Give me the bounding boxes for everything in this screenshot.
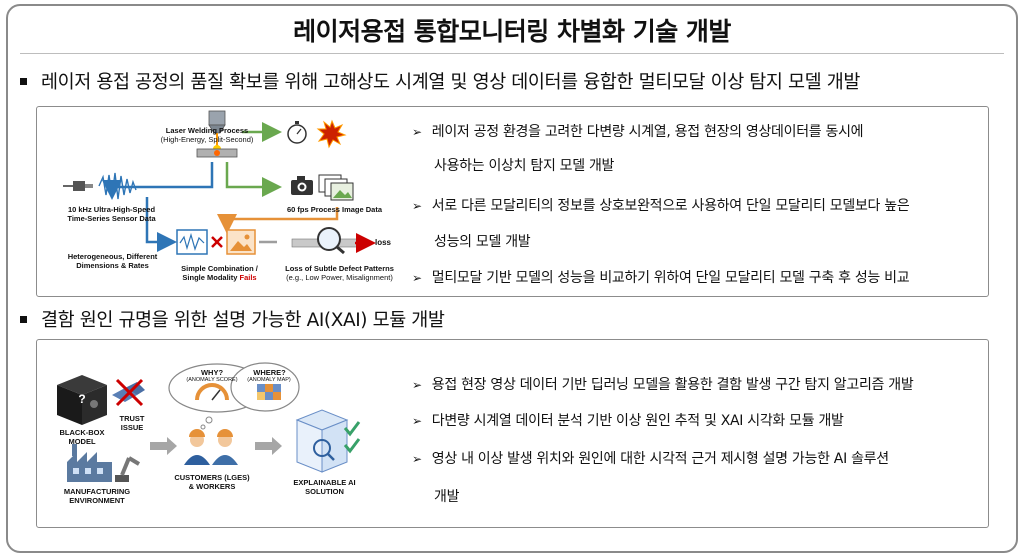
- s2-point-2: ➢ 다변량 시계열 데이터 분석 기반 이상 원인 추적 및 XAI 시각화 모듈…: [412, 410, 844, 430]
- mfg-line2: ENVIRONMENT: [69, 496, 125, 505]
- trust-line2: ISSUE: [120, 423, 144, 432]
- slide-title: 레이저용접 통합모니터링 차별화 기술 개발: [293, 17, 731, 46]
- gray-arrow-2: [255, 437, 282, 455]
- blue-arrow-combine: [145, 197, 177, 252]
- s2-point-3-text: 영상 내 이상 발생 위치와 원인에 대한 시각적 근거 제시형 설명 가능한 …: [431, 451, 889, 467]
- s2-point-1: ➢ 용접 현장 영상 데이터 기반 딥러닝 모델을 활용한 결함 발생 구간 탐지…: [412, 374, 914, 394]
- section2-heading: 결함 원인 규명을 위한 설명 가능한 AI(XAI) 모듈 개발: [20, 306, 445, 332]
- orange-arrow-combine: [217, 207, 339, 234]
- arrowhead-icon: ➢: [412, 414, 422, 428]
- explosion-icon: [316, 119, 347, 149]
- xai-line1: EXPLAINABLE AI: [293, 478, 356, 487]
- simple-line2: Single Modality Fails: [162, 273, 277, 282]
- section2-heading-text: 결함 원인 규명을 위한 설명 가능한 AI(XAI) 모듈 개발: [41, 310, 445, 331]
- magnifier-icon: [291, 227, 363, 255]
- section1-heading-text: 레이저 용접 공정의 품질 확보를 위해 고해상도 시계열 및 영상 데이터를 …: [41, 72, 860, 93]
- camera-icon: [291, 176, 313, 195]
- arrowhead-icon: ➢: [412, 271, 422, 285]
- question-mark: ?: [78, 392, 86, 406]
- anomaly-map-icon: [257, 384, 281, 400]
- s1-point-3: ➢ 멀티모달 기반 모델의 성능을 비교하기 위하여 단일 모달리티 모델 구축 …: [412, 267, 910, 287]
- broken-handshake-icon: [112, 378, 145, 407]
- loss-subtitle: (e.g., Low Power, Misalignment): [286, 273, 393, 282]
- arrowhead-icon: ➢: [412, 125, 422, 139]
- arrowhead-icon: ➢: [412, 378, 422, 392]
- s2-point-2-text: 다변량 시계열 데이터 분석 기반 이상 원인 추적 및 XAI 시각화 모듈 …: [431, 413, 844, 429]
- bullet-square-icon: [20, 77, 27, 85]
- mfg-line1: MANUFACTURING: [63, 487, 131, 496]
- s2-point-3: ➢ 영상 내 이상 발생 위치와 원인에 대한 시각적 근거 제시형 설명 가능한…: [412, 448, 889, 468]
- workers-icon: [184, 429, 238, 465]
- s1-point-1-text: 레이저 공정 환경을 고려한 다변량 시계열, 용접 현장의 영상데이터를 동시…: [431, 124, 864, 140]
- gauge-icon: [195, 383, 229, 401]
- green-arrow-image: [225, 162, 282, 197]
- bullet-square-icon: [20, 315, 27, 323]
- fails-text: Fails: [239, 273, 257, 282]
- s2-point-1-text: 용접 현장 영상 데이터 기반 딥러닝 모델을 활용한 결함 발생 구간 탐지 …: [431, 377, 914, 393]
- where-label: WHERE?: [253, 368, 286, 377]
- arrowhead-icon: ➢: [412, 452, 422, 466]
- customers-line1: CUSTOMERS (LGES): [174, 473, 250, 482]
- customers-line2: & WORKERS: [188, 482, 236, 491]
- trust-line1: TRUST: [119, 414, 145, 423]
- simple-line2-text: Single Modality: [182, 273, 240, 282]
- stopwatch-icon: [287, 121, 307, 144]
- s1-point-1: ➢ 레이저 공정 환경을 고려한 다변량 시계열, 용접 현장의 영상데이터를 동…: [412, 121, 864, 141]
- robot-arm-icon: [115, 456, 141, 482]
- multimodal-diagram: [63, 110, 376, 255]
- laser-head-icon: [196, 110, 238, 158]
- gray-arrow-1: [150, 437, 177, 455]
- arrowhead-icon: ➢: [412, 199, 422, 213]
- xai-line2: SOLUTION: [305, 487, 344, 496]
- s1-point-2-text: 서로 다른 모달리티의 정보를 상호보완적으로 사용하여 단일 모달리티 모델보…: [431, 198, 910, 214]
- simple-line1: Simple Combination /: [181, 264, 258, 273]
- sensor-box: [176, 229, 208, 255]
- s1-point-2-cont: 성능의 모델 개발: [434, 234, 531, 250]
- s1-point-1-cont: 사용하는 이상치 탐지 모델 개발: [434, 158, 615, 174]
- xai-diagram: [57, 362, 361, 482]
- image-stack-icon: [318, 174, 354, 201]
- blackbox-line2: MODEL: [68, 437, 96, 446]
- fail-x-icon: [211, 236, 223, 248]
- blue-arrow-sensor: [102, 162, 214, 200]
- process-subtitle: (High-Energy, Split-Second): [160, 135, 254, 144]
- s1-point-2: ➢ 서로 다른 모달리티의 정보를 상호보완적으로 사용하여 단일 모달리티 모델…: [412, 195, 910, 215]
- waveform-icon: [98, 172, 137, 200]
- process-title: Laser Welding Process: [165, 126, 249, 135]
- factory-icon: [67, 444, 112, 482]
- loss-word: loss: [374, 238, 391, 247]
- s2-point-3-cont: 개발: [434, 489, 460, 505]
- section1-panel: Laser Welding Process (High-Energy, Spli…: [36, 106, 989, 297]
- explainable-cube-icon: [295, 409, 349, 473]
- sensor-icon: [63, 181, 93, 191]
- sensor-title: 10 kHz Ultra-High-Speed: [67, 205, 156, 214]
- hetero-line2: Dimensions & Rates: [76, 261, 149, 270]
- section2-panel: ? BLACK-BOX MODEL TRUST ISSUE MANUFACTUR…: [36, 339, 989, 528]
- why-sublabel: (ANOMALY SCORE): [186, 377, 238, 383]
- checkmark-icons: [343, 421, 361, 454]
- black-box-icon: [57, 375, 107, 425]
- where-sublabel: (ANOMALY MAP): [247, 377, 291, 383]
- loss-title: Loss of Subtle Defect Patterns: [285, 264, 394, 273]
- image-data-title: 60 fps Process Image Data: [286, 205, 383, 214]
- title-divider: [20, 53, 1004, 54]
- section1-heading: 레이저 용접 공정의 품질 확보를 위해 고해상도 시계열 및 영상 데이터를 …: [20, 68, 860, 94]
- s1-point-3-text: 멀티모달 기반 모델의 성능을 비교하기 위하여 단일 모달리티 모델 구축 후…: [431, 270, 910, 286]
- hetero-line1: Heterogeneous, Different: [67, 252, 158, 261]
- sensor-subtitle: Time-Series Sensor Data: [67, 214, 156, 223]
- blackbox-line1: BLACK-BOX: [59, 428, 105, 437]
- why-label: WHY?: [200, 368, 224, 377]
